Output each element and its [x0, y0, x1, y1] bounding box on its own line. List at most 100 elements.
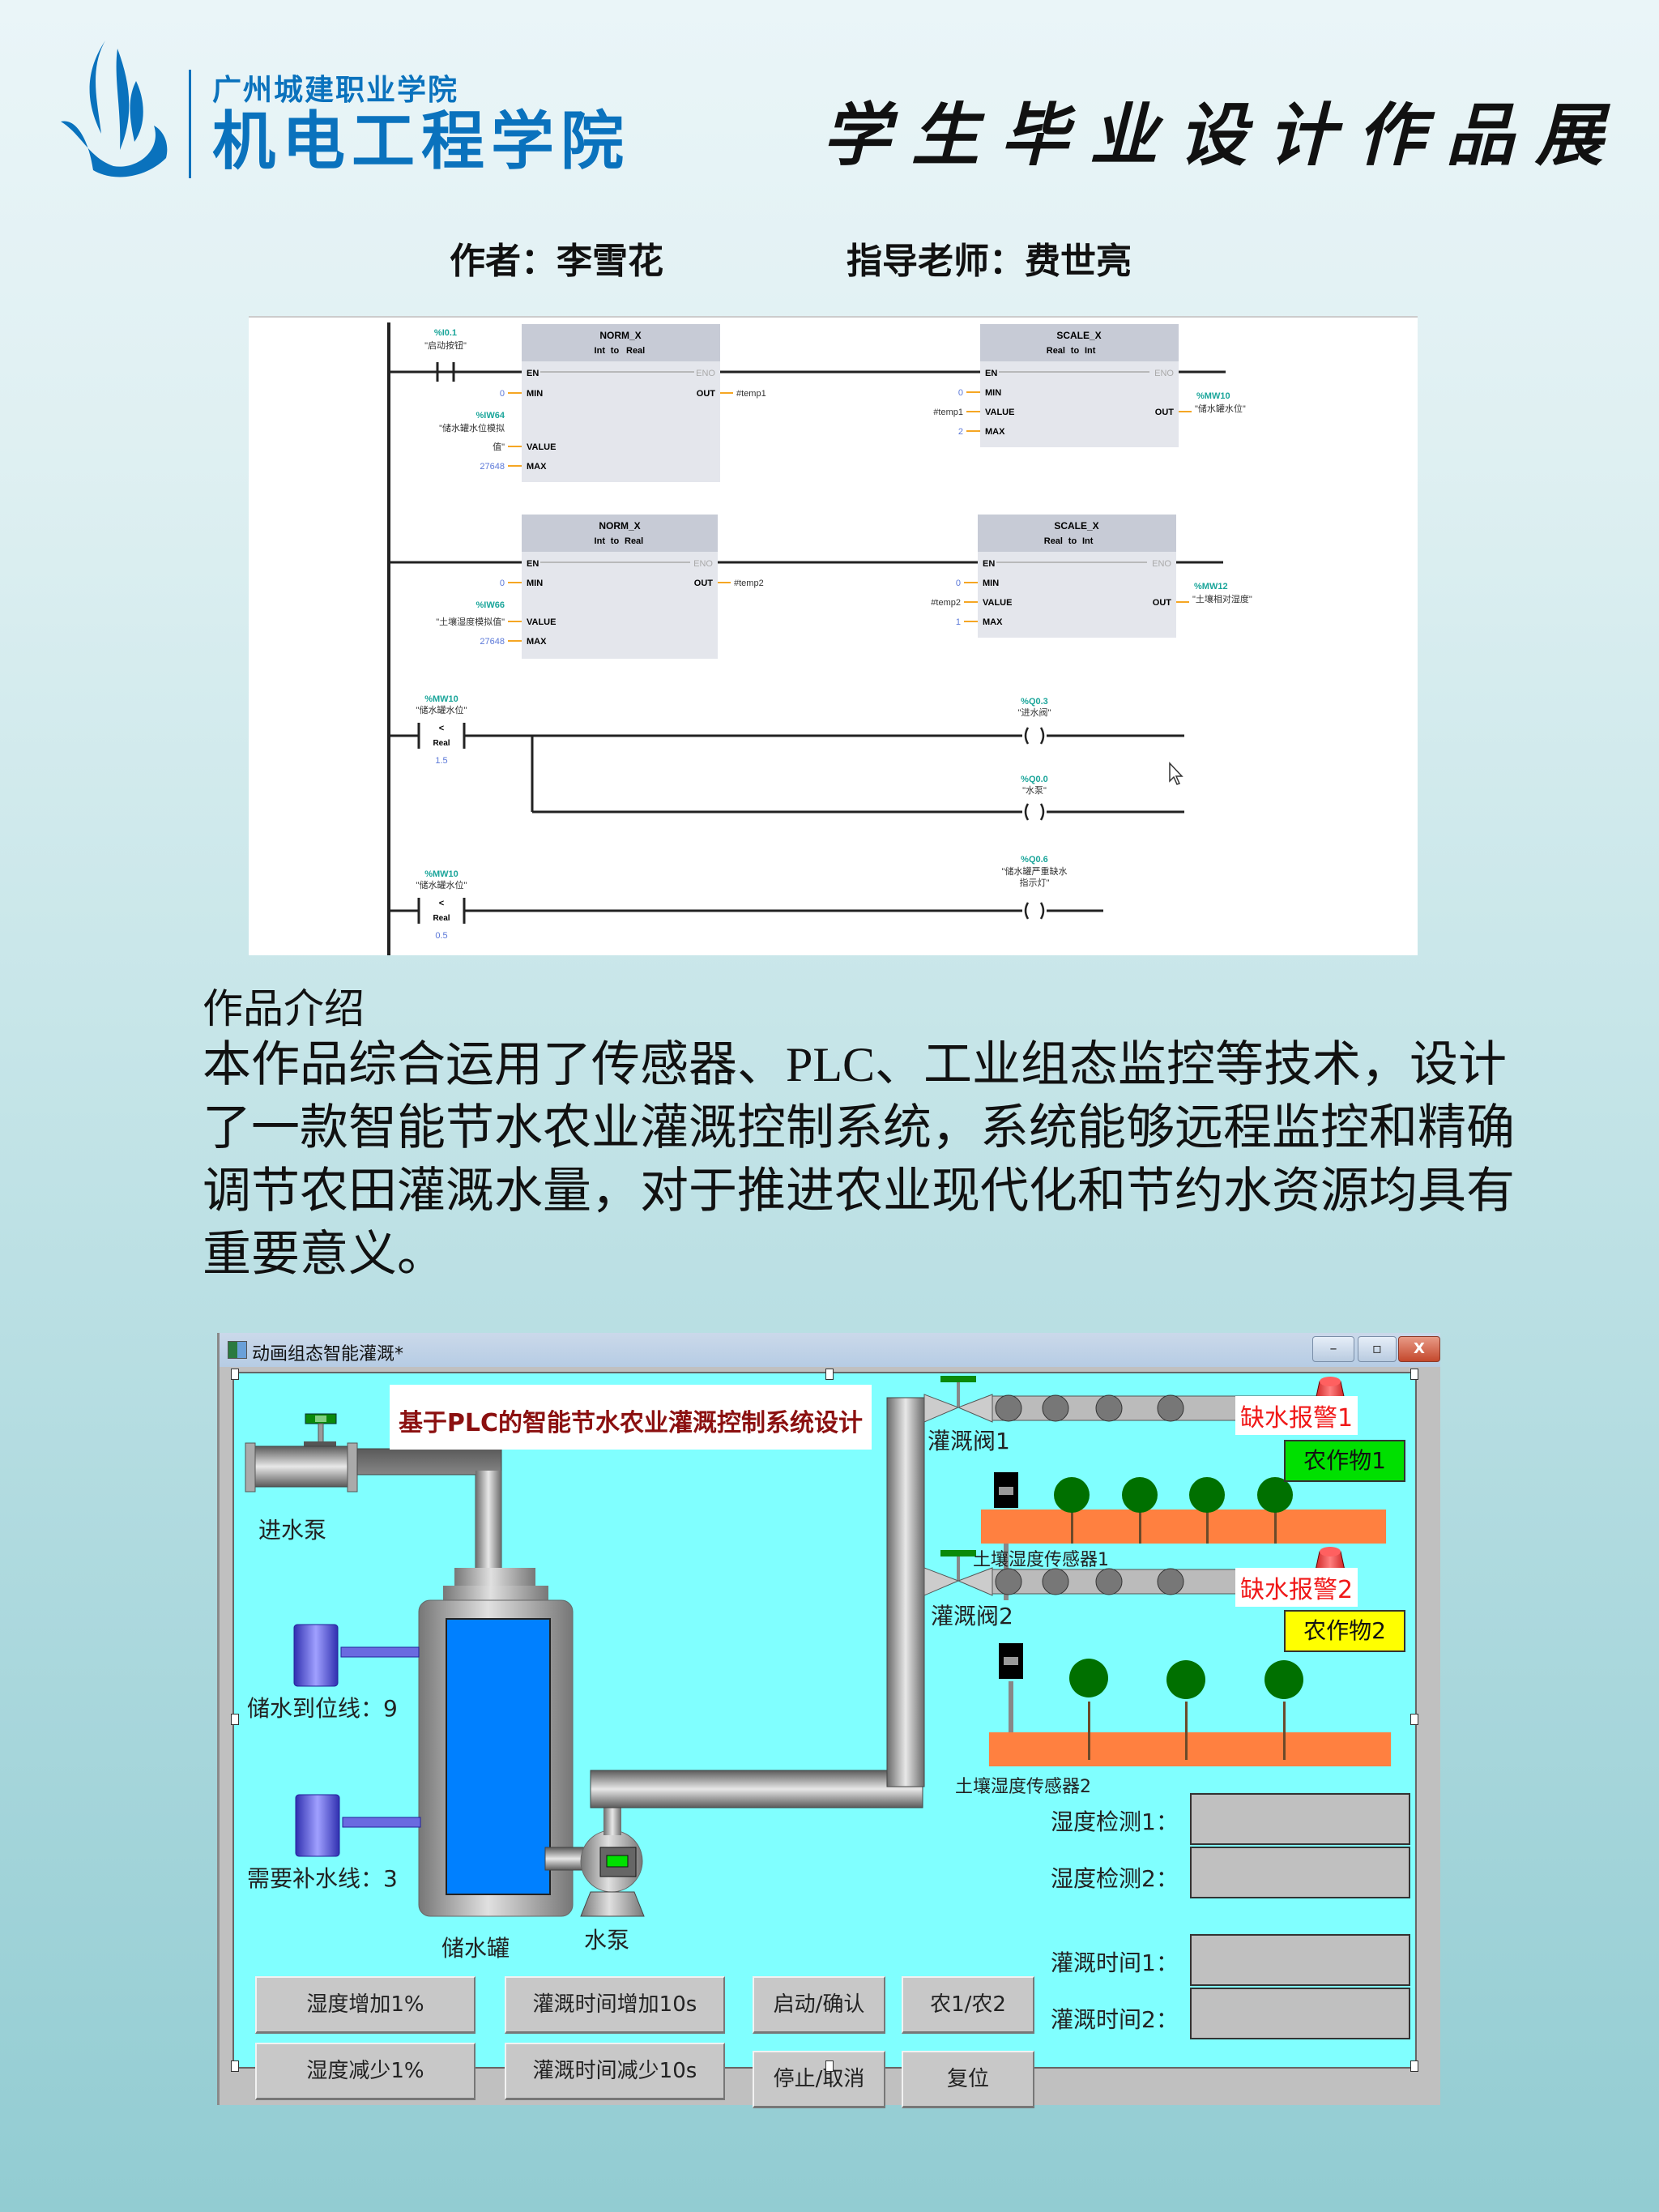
pump-label: 水泵	[584, 1927, 630, 1954]
advisor-credit: 指导老师：费世亮	[847, 241, 1132, 281]
svg-text:MAX: MAX	[983, 617, 1003, 627]
tree-icon	[1069, 1659, 1108, 1760]
irrigation-time-increase-button[interactable]: 灌溉时间增加10s	[505, 1976, 725, 2034]
resize-handle[interactable]	[825, 2060, 834, 2072]
contact-address: %I0.1	[434, 328, 457, 338]
soil-sensor-1-icon	[994, 1472, 1018, 1600]
svg-text:NORM_X: NORM_X	[599, 520, 640, 532]
start-confirm-button[interactable]: 启动/确认	[753, 1976, 885, 2034]
sprinklers-row-2	[995, 1568, 1184, 1595]
humidity-decrease-button[interactable]: 湿度减少1%	[255, 2043, 476, 2100]
close-button[interactable]: X	[1398, 1336, 1440, 1362]
svg-text:OUT: OUT	[1155, 408, 1175, 417]
intro-body: 本作品综合运用了传感器、PLC、工业组态监控等技术，设计了一款智能节水农业灌溉控…	[203, 1038, 1515, 1281]
svg-text:0: 0	[500, 579, 505, 588]
resize-handle[interactable]	[825, 1369, 834, 1380]
svg-text:%MW12: %MW12	[1194, 582, 1228, 591]
resize-handle[interactable]	[231, 2060, 239, 2072]
resize-handle[interactable]	[1410, 2060, 1418, 2072]
valve-2-label: 灌溉阀2	[931, 1603, 1013, 1629]
water-shortage-alarm-1: 缺水报警1	[1235, 1396, 1358, 1435]
svg-text:1.5: 1.5	[435, 756, 447, 766]
compare-contact-2: %MW10 "储水罐水位" < Real 0.5	[416, 869, 467, 941]
humidity-increase-button[interactable]: 湿度增加1%	[255, 1976, 476, 2034]
coil-water-pump: %Q0.0 "水泵"	[1021, 775, 1103, 821]
system-title: 基于PLC的智能节水农业灌溉控制系统设计	[398, 1409, 864, 1437]
svg-text:值": 值"	[493, 442, 505, 452]
svg-text:%Q0.0: %Q0.0	[1021, 775, 1048, 784]
water-pump-icon	[544, 1803, 645, 1917]
svg-text:27648: 27648	[480, 637, 505, 647]
resize-handle[interactable]	[1410, 1714, 1418, 1725]
window-title: 动画组态智能灌溉*	[252, 1344, 404, 1364]
svg-text:VALUE: VALUE	[527, 442, 556, 452]
resize-handle[interactable]	[231, 1369, 239, 1380]
resize-handle[interactable]	[1410, 1369, 1418, 1380]
crop-row-1	[1054, 1477, 1293, 1544]
exhibit-title: 学生毕业设计作品展	[822, 95, 1625, 175]
resize-handle[interactable]	[231, 1714, 239, 1725]
svg-text:MAX: MAX	[985, 427, 1005, 437]
network-3: %MW10 "储水罐水位" < Real 1.5 %Q0.3 "进水阀" %Q0…	[389, 694, 1184, 821]
svg-text:"进水阀": "进水阀"	[1018, 707, 1051, 718]
svg-text:to: to	[1068, 536, 1077, 546]
tree-icon	[1257, 1477, 1293, 1544]
irrigation-time-1-label: 灌溉时间1：	[1051, 1949, 1179, 1976]
tree-icon	[1166, 1660, 1205, 1760]
svg-text:MAX: MAX	[527, 637, 547, 647]
stop-cancel-button[interactable]: 停止/取消	[753, 2051, 885, 2108]
mouse-cursor-icon	[1169, 762, 1183, 785]
crop-toggle-button[interactable]: 农1/农2	[902, 1976, 1034, 2034]
svg-text:ENO: ENO	[693, 559, 713, 569]
school-name: 广州城建职业学院	[212, 74, 459, 107]
humidity-1-readout	[1190, 1793, 1410, 1845]
crop-1-indicator: 农作物1	[1284, 1440, 1405, 1482]
svg-text:Real: Real	[625, 536, 643, 546]
supply-pipe-horizontal	[590, 1770, 923, 1808]
app-icon	[228, 1341, 247, 1359]
svg-text:0.5: 0.5	[435, 931, 447, 941]
svg-text:Int: Int	[1085, 346, 1096, 356]
storage-tank-icon	[418, 1568, 574, 1917]
svg-text:%Q0.6: %Q0.6	[1021, 855, 1048, 865]
svg-text:2: 2	[958, 427, 963, 437]
scale-x-block-1: SCALE_X Real to Int EN ENO MIN VALUE MAX…	[933, 324, 1246, 447]
hmi-canvas: 基于PLC的智能节水农业灌溉控制系统设计 进水泵 储水到位线：9 需要补水线：3…	[231, 1369, 1418, 2108]
minimize-button[interactable]: –	[1312, 1336, 1354, 1362]
svg-text:"储水罐严重缺水: "储水罐严重缺水	[1002, 865, 1068, 877]
maximize-button[interactable]: ▫	[1358, 1336, 1397, 1362]
svg-text:%MW10: %MW10	[424, 694, 458, 704]
supply-pipe-vertical	[886, 1397, 925, 1787]
svg-text:Int: Int	[595, 536, 606, 546]
svg-text:Real: Real	[1047, 346, 1065, 356]
svg-text:%Q0.3: %Q0.3	[1021, 697, 1048, 707]
window-titlebar[interactable]: 动画组态智能灌溉* – ▫ X	[220, 1333, 1440, 1367]
svg-text:0: 0	[958, 388, 963, 398]
svg-text:EN: EN	[983, 559, 995, 569]
level-sensor-refill-icon	[295, 1794, 421, 1857]
svg-text:Int: Int	[595, 346, 606, 356]
svg-text:EN: EN	[527, 369, 539, 378]
network-2: NORM_X Int to Real EN ENO MIN VALUE MAX …	[389, 515, 1252, 659]
svg-text:0: 0	[956, 579, 961, 588]
svg-text:to: to	[611, 346, 620, 356]
irrigation-valve-1-icon	[923, 1376, 993, 1423]
humidity-2-readout	[1190, 1847, 1410, 1898]
svg-text:指示灯": 指示灯"	[1020, 877, 1050, 888]
svg-text:VALUE: VALUE	[985, 408, 1014, 417]
svg-text:"储水罐水位": "储水罐水位"	[416, 704, 467, 715]
network-4: %MW10 "储水罐水位" < Real 0.5 %Q0.6 "储水罐严重缺水 …	[389, 855, 1103, 941]
svg-text:"储水罐水位": "储水罐水位"	[416, 879, 467, 890]
tank-label: 储水罐	[441, 1935, 510, 1962]
irrigation-time-1-readout	[1190, 1934, 1410, 1986]
svg-text:MAX: MAX	[527, 462, 547, 472]
soil-bed-2	[989, 1732, 1391, 1766]
tank-water-level	[446, 1618, 551, 1895]
svg-text:ENO: ENO	[696, 369, 715, 378]
svg-text:MIN: MIN	[527, 389, 543, 399]
humidity-1-label: 湿度检测1：	[1051, 1808, 1179, 1835]
irrigation-time-decrease-button[interactable]: 灌溉时间减少10s	[505, 2043, 725, 2100]
reset-button[interactable]: 复位	[902, 2051, 1034, 2108]
irrigation-time-2-label: 灌溉时间2：	[1051, 2006, 1179, 2033]
refill-line-label: 需要补水线：3	[247, 1865, 398, 1892]
